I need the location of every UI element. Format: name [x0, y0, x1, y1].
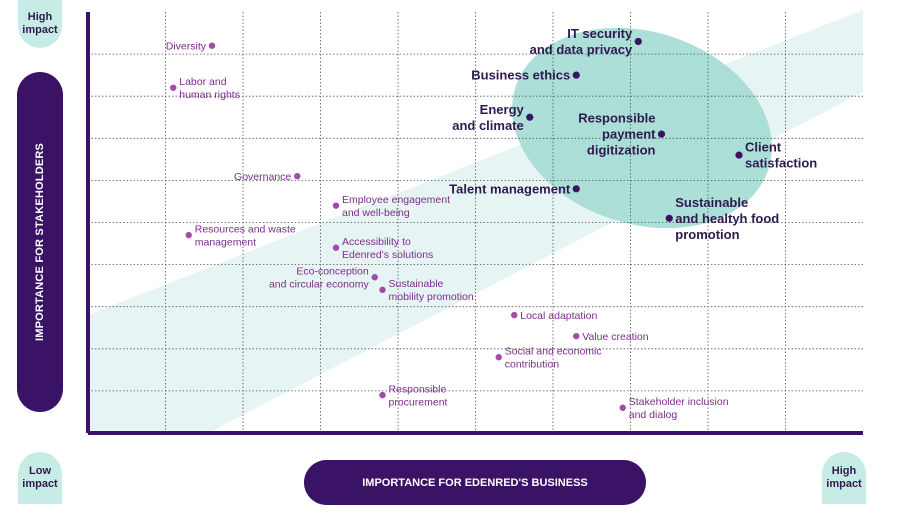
label-line: Edenred's solutions [342, 249, 433, 261]
x-axis-label: IMPORTANCE FOR EDENRED'S BUSINESS [304, 460, 646, 505]
point-energy-and-climate [526, 113, 534, 121]
label-talent-management: Talent management [449, 181, 571, 196]
label-business-ethics: Business ethics [471, 68, 570, 83]
label-line: and circular economy [269, 278, 370, 290]
point-employee-engagement-and-well-being [332, 202, 340, 209]
label-value-creation: Value creation [582, 331, 649, 343]
point-resources-and-waste-management [185, 231, 192, 239]
point-responsible-payment-digitization [657, 130, 666, 138]
label-line: and data privacy [530, 42, 633, 57]
label-local-adaptation: Local adaptation [520, 310, 597, 322]
label-line: Accessibility to [342, 236, 411, 248]
point-eco-conception-and-circular-economy [371, 274, 378, 281]
point-stakeholder-inclusion-and-dialog [619, 404, 626, 411]
label-line: Governance [234, 171, 291, 183]
label-line: human rights [179, 89, 240, 101]
point-local-adaptation [511, 311, 518, 319]
point-it-security-and-data-privacy [634, 37, 642, 46]
point-value-creation [573, 332, 580, 340]
label-line: and well-being [342, 207, 410, 219]
label-line: Client [745, 140, 782, 155]
label-line: IT security [567, 26, 633, 41]
label-line: Energy [480, 102, 525, 117]
label-line: management [195, 236, 256, 248]
point-sustainable-and-healtyh-food-promotion [665, 214, 673, 222]
y-axis-label: IMPORTANCE FOR STAKEHOLDERS [34, 142, 46, 342]
label-line: Responsible [578, 111, 655, 126]
point-sustainable-mobility-promotion [379, 286, 386, 294]
y-axis-label-pill [17, 72, 63, 412]
point-business-ethics [572, 71, 580, 79]
label-line: Eco-conception [296, 265, 369, 277]
point-accessibility-to-edenred-s-solutions [332, 244, 340, 251]
point-client-satisfaction [735, 151, 743, 159]
label-line: digitization [587, 143, 656, 158]
label-line: Employee engagement [342, 194, 450, 206]
label-line: Responsible [389, 383, 447, 395]
point-responsible-procurement [379, 391, 386, 399]
label-line: payment [602, 127, 656, 142]
label-line: mobility promotion [389, 291, 474, 303]
label-line: satisfaction [745, 156, 817, 171]
point-diversity [208, 42, 216, 49]
label-line: Sustainable [389, 278, 444, 290]
label-line: promotion [675, 227, 739, 242]
label-line: procurement [389, 396, 448, 408]
label-line: Local adaptation [520, 310, 597, 322]
label-line: contribution [505, 358, 559, 370]
label-line: Social and economic [505, 345, 602, 357]
label-line: Stakeholder inclusion [629, 396, 729, 408]
label-line: and dialog [629, 409, 678, 421]
point-governance [294, 172, 301, 180]
label-governance: Governance [234, 171, 291, 183]
label-line: Sustainable [675, 195, 748, 210]
label-line: and climate [452, 118, 524, 133]
point-talent-management [572, 185, 580, 193]
label-line: Value creation [582, 331, 649, 343]
label-line: Talent management [449, 181, 571, 196]
label-line: and healtyh food [675, 211, 779, 226]
point-social-and-economic-contribution [495, 354, 502, 361]
label-line: Business ethics [471, 68, 570, 83]
label-line: Labor and [179, 76, 226, 88]
label-line: Resources and waste [195, 223, 296, 235]
label-diversity: Diversity [166, 40, 207, 52]
point-labor-and-human-rights [170, 84, 177, 91]
label-line: Diversity [166, 40, 207, 52]
